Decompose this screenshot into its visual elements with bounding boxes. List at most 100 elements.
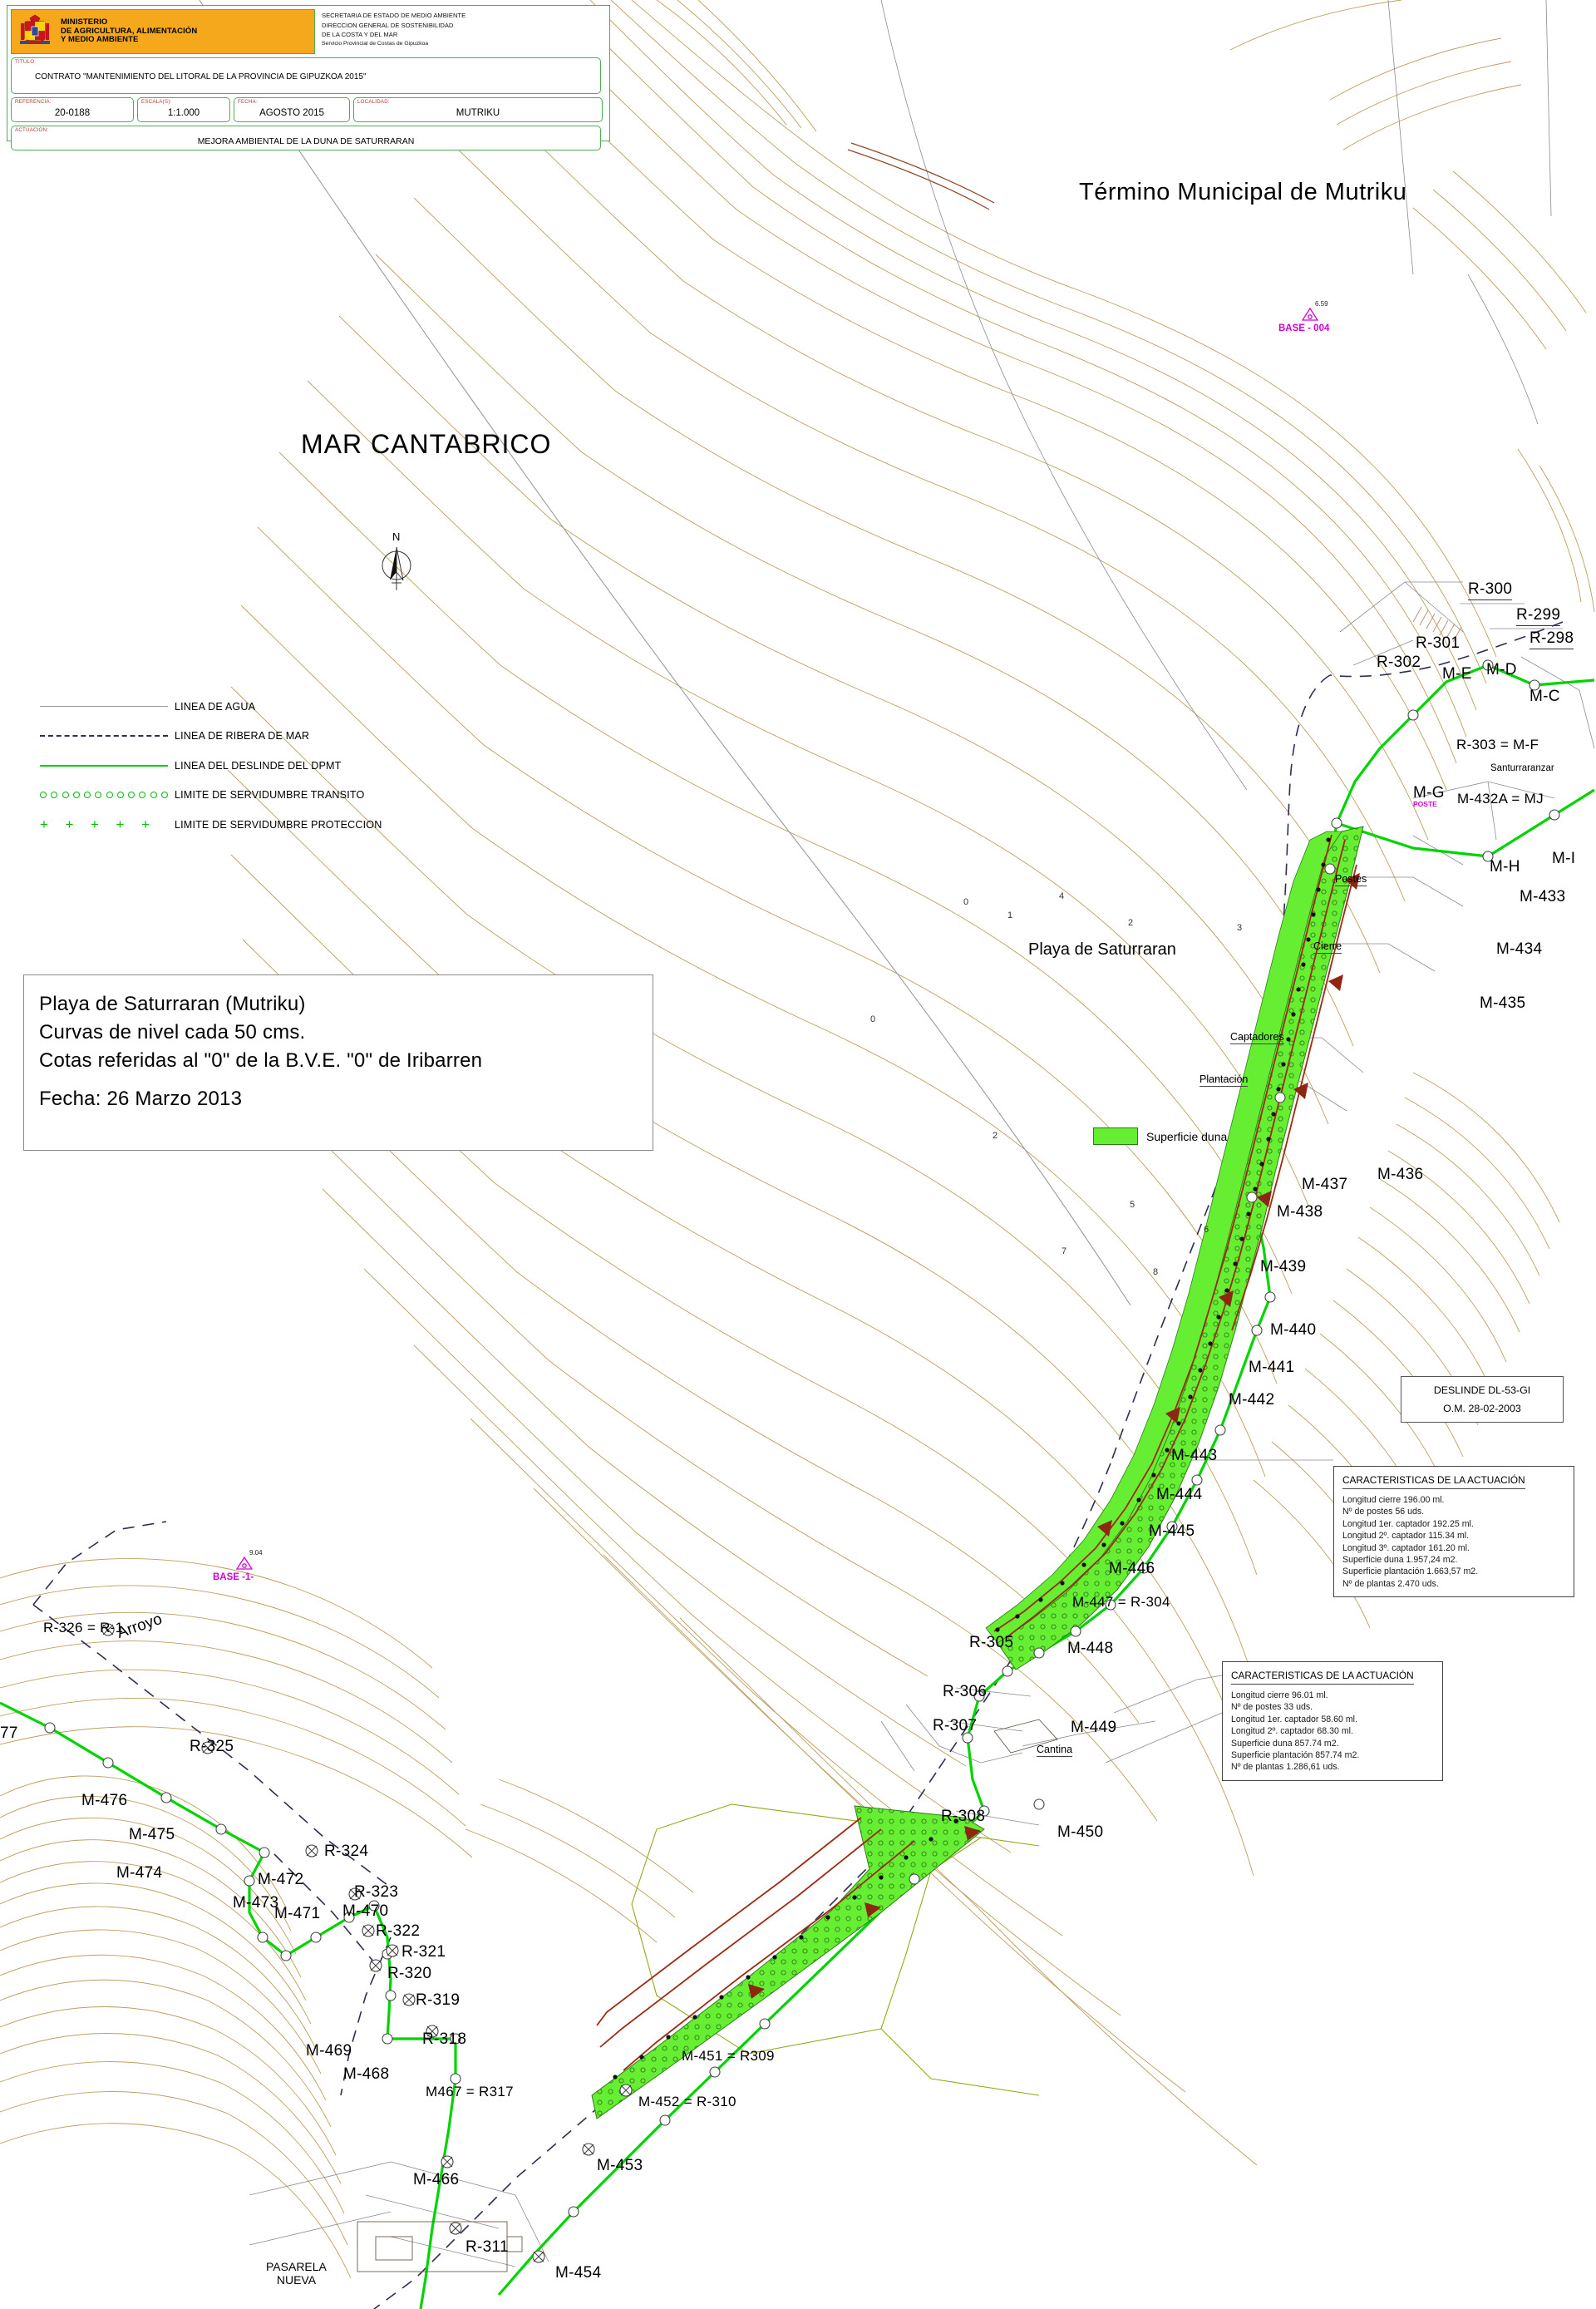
captador-lines-south (596, 1817, 915, 2071)
vertex-label-m467-r317: M467 = R317 (426, 2084, 514, 2099)
vertex-label-m-443: M-443 (1171, 1447, 1218, 1464)
legend-label-2: LINEA DEL DESLINDE DEL DPMT (175, 759, 342, 772)
characteristics-title-0: CARACTERISTICAS DE LA ACTUACIÓN (1342, 1474, 1525, 1489)
note-line-1: Playa de Saturraran (Mutriku) (39, 993, 306, 1015)
field-actuacion-label: ACTUACION: (15, 127, 49, 133)
caption-pasarela-nueva: PASARELA NUEVA (266, 2260, 327, 2287)
contour-number-0: 0 (963, 897, 969, 907)
char-0-line-3: Longitud 2º. captador 115.34 ml. (1342, 1531, 1470, 1542)
legend-symbol-transito-dots (33, 788, 175, 802)
dept-line-2: DIRECCION GENERAL DE SOSTENIBILIDAD (322, 21, 454, 29)
vertex-label-m-474: M-474 (116, 1864, 163, 1882)
contour-number-6: 4 (1059, 891, 1065, 901)
vertex-label-m-438: M-438 (1277, 1203, 1323, 1221)
caption-santurraranzar: Santurraranzar (1490, 763, 1554, 773)
char-0-line-1: Nº de postes 56 uds. (1342, 1507, 1425, 1517)
vertex-markers (44, 659, 1560, 2218)
base-station-label-0: BASE - 004 (1278, 323, 1330, 333)
char-0-line-6: Superficie plantación 1.663,57 m2. (1342, 1566, 1479, 1577)
vertex-label-m-466: M-466 (413, 2171, 460, 2188)
dune-area-legend: Superficie duna (1093, 1127, 1227, 1145)
vertex-label-m-g: M-G (1413, 784, 1445, 802)
parcel-boundary-olive (631, 1803, 1040, 2096)
char-1-line-4: Superficie duna 857.74 m2. (1231, 1738, 1339, 1749)
base-station-label-1: BASE -1- (213, 1572, 254, 1582)
caption-termino-municipal: Término Municipal de Mutriku (1079, 179, 1407, 205)
legend-item-servidumbre-transito: LIMITE DE SERVIDUMBRE TRANSITO (33, 781, 391, 811)
field-fecha: FECHA: AGOSTO 2015 (234, 97, 350, 122)
contour-number-5: 2 (993, 1131, 998, 1141)
char-1-line-3: Longitud 2º. captador 68.30 ml. (1231, 1726, 1353, 1737)
base-cota-0: 6.59 (1315, 300, 1328, 308)
vertex-label-m-h: M-H (1490, 858, 1520, 876)
field-escala-value: 1:1.000 (167, 108, 200, 118)
vertex-label-r-307: R-307 (933, 1717, 978, 1734)
caption-playa-saturraran: Playa de Saturraran (1028, 940, 1176, 959)
vertex-label-m-471: M-471 (274, 1905, 321, 1922)
char-0-line-4: Longitud 3º. captador 161.20 ml. (1342, 1542, 1470, 1553)
dept-line-3: DE LA COSTA Y DEL MAR (322, 31, 398, 39)
ministry-name: MINISTERIO DE AGRICULTURA, ALIMENTACIÓN … (58, 10, 314, 53)
contour-number-2: 2 (1128, 918, 1134, 928)
contour-number-8: 6 (1204, 1225, 1209, 1235)
callout-label-3: Plantación (1199, 1073, 1249, 1087)
vertex-label-r-306: R-306 (943, 1683, 988, 1700)
dune-swatch-label: Superficie duna (1146, 1129, 1228, 1143)
upper-shore-detail (847, 142, 995, 210)
field-localidad: LOCALIDAD: MUTRIKU (353, 97, 603, 122)
legend-item-linea-de-agua: LINEA DE AGUA (33, 692, 391, 722)
note-line-4: Fecha: 26 Marzo 2013 (39, 1088, 243, 1111)
legend: LINEA DE AGUA LINEA DE RIBERA DE MAR LIN… (33, 692, 391, 840)
char-0-line-0: Longitud cierre 196.00 ml. (1342, 1495, 1445, 1505)
vertex-label-r-326-r-1: R-326 = R-1 (43, 1620, 124, 1636)
hatch-detail (1412, 606, 1462, 643)
vertex-label-m-449: M-449 (1071, 1719, 1117, 1736)
deslinde-reference-box: DESLINDE DL-53-GI O.M. 28-02-2003 (1401, 1376, 1564, 1423)
title-block: MINISTERIO DE AGRICULTURA, ALIMENTACIÓN … (7, 5, 610, 150)
captador-lines-main (993, 834, 1357, 1639)
vertex-label-m-472: M-472 (258, 1871, 304, 1888)
vertex-label-m-470: M-470 (342, 1902, 389, 1920)
posts-south (613, 1818, 958, 2080)
contour-number-10: 8 (1153, 1267, 1159, 1277)
dune-color-swatch (1093, 1127, 1138, 1145)
vertex-label-m-451-r309: M-451 = R309 (682, 2048, 775, 2064)
pasarela-line-1: PASARELA (266, 2260, 327, 2273)
vertex-label-m-448: M-448 (1067, 1640, 1114, 1657)
ministry-line-2: DE AGRICULTURA, ALIMENTACIÓN (61, 26, 198, 36)
callout-postes: Postes (1335, 873, 1367, 886)
field-localidad-label: LOCALIDAD: (357, 99, 390, 105)
base-station-marker-1 (235, 1556, 254, 1575)
vertex-label-r-321: R-321 (401, 1943, 446, 1961)
vertex-label-m-469: M-469 (306, 2042, 352, 2060)
vertex-label-m-454: M-454 (555, 2264, 602, 2282)
contour-number-4: 0 (870, 1014, 876, 1024)
vertex-label-m-452-r-310: M-452 = R-310 (638, 2094, 736, 2109)
field-titulo: TITULO: CONTRATO "MANTENIMIENTO DEL LITO… (11, 57, 601, 94)
char-1-line-6: Nº de plantas 1.286,61 uds. (1231, 1762, 1340, 1773)
vertex-label-m-440: M-440 (1270, 1321, 1317, 1339)
field-titulo-value: CONTRATO "MANTENIMIENTO DEL LITORAL DE L… (35, 72, 367, 81)
vertex-label-m-434: M-434 (1496, 940, 1543, 958)
vertex-label-m-453: M-453 (597, 2157, 643, 2174)
vertex-label-m-475: M-475 (129, 1826, 175, 1843)
cierre-marks (1097, 873, 1360, 1537)
vertex-label-m-436: M-436 (1377, 1166, 1424, 1183)
field-referencia-label: REFERENCIA: (15, 99, 52, 105)
survey-note-box: Playa de Saturraran (Mutriku) Curvas de … (23, 974, 653, 1151)
field-actuacion: ACTUACION: MEJORA AMBIENTAL DE LA DUNA D… (11, 126, 601, 150)
dune-polygon-south (591, 1805, 985, 2119)
vertex-label-m-441: M-441 (1249, 1359, 1295, 1376)
legend-item-deslinde-dpmt: LINEA DEL DESLINDE DEL DPMT (33, 751, 391, 781)
north-arrow: N (378, 530, 415, 592)
char-1-line-2: Longitud 1er. captador 58.60 ml. (1231, 1714, 1357, 1724)
callout-cantina: Cantina (1037, 1744, 1073, 1757)
legend-item-servidumbre-proteccion: +++++ LIMITE DE SERVIDUMBRE PROTECCION (33, 810, 391, 840)
vertex-label-r-305: R-305 (969, 1634, 1014, 1651)
field-actuacion-value: MEJORA AMBIENTAL DE LA DUNA DE SATURRARA… (197, 136, 415, 146)
parcel-lines (249, 0, 1595, 2267)
vertex-label-r-298: R-298 (1530, 629, 1574, 649)
note-line-3: Cotas referidas al "0" de la B.V.E. "0" … (39, 1049, 483, 1073)
legend-symbol-proteccion-crosses: +++++ (40, 817, 150, 833)
